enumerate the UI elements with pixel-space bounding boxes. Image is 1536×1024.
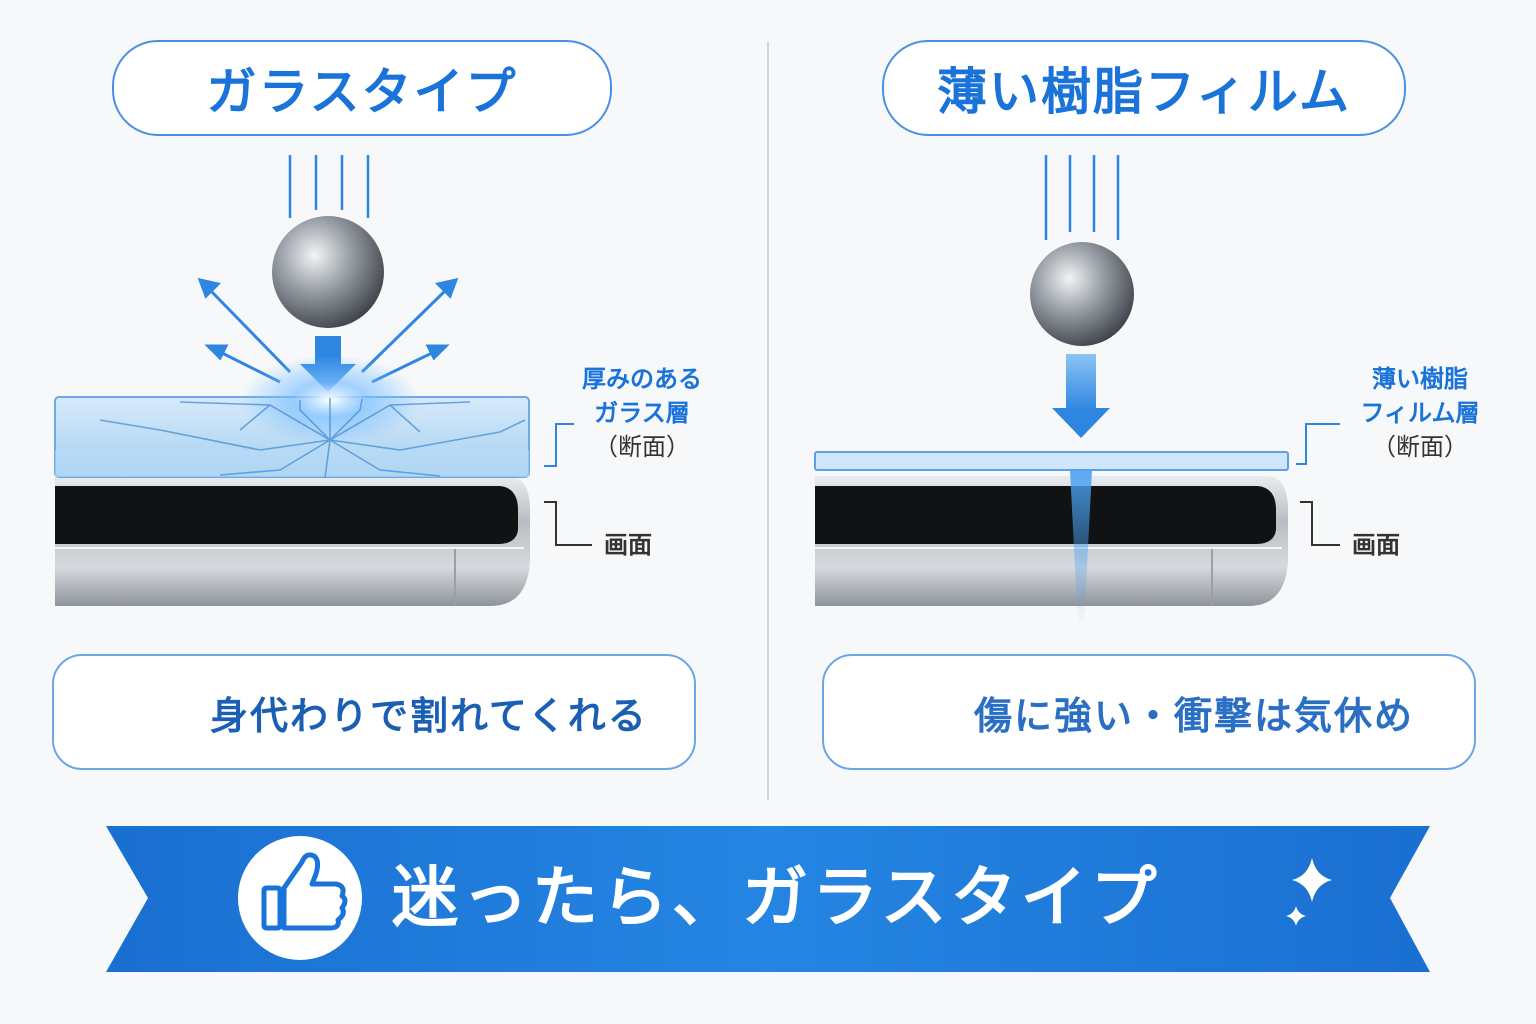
glass-benefit-callout: 身代わりで割れてくれる [52,654,696,770]
film-benefit-callout: 傷に強い・衝撃は気休め [822,654,1476,770]
right-steel-ball [1030,242,1134,346]
left-screen-label: 画面 [604,531,652,559]
sparkle-icon [1286,858,1332,926]
glass-layer-label-line1: 厚みのある [582,365,702,393]
film-benefit-text: 傷に強い・衝撃は気休め [974,693,1415,738]
center-divider [767,42,769,800]
left-phone-cross-section [55,476,530,606]
left-steel-ball [272,216,384,328]
film-layer-label: 薄い樹脂 フィルム層 （断面） [1340,362,1500,464]
glass-layer-label: 厚みのある ガラス層 （断面） [572,362,712,464]
right-speed-lines [1044,155,1120,240]
right-film-layer [814,451,1289,625]
glass-layer-label-line2: ガラス層 [594,399,690,427]
right-impact-arrow [1052,354,1110,438]
glass-benefit-text: 身代わりで割れてくれる [210,693,648,738]
film-layer-label-line2: フィルム層 [1360,399,1480,427]
right-screen-label: 画面 [1352,531,1400,559]
right-screen-bracket [1300,501,1340,546]
left-label-brackets [544,423,574,467]
right-label-brackets [1296,423,1340,465]
glass-layer-label-sub: （断面） [594,433,690,461]
film-layer-label-sub: （断面） [1372,433,1468,461]
right-phone-cross-section [815,476,1288,606]
glass-type-title: ガラスタイプ [112,40,612,136]
left-screen-bracket [544,501,592,546]
resin-film-title: 薄い樹脂フィルム [882,40,1406,136]
thumbs-up-icon [238,836,362,960]
banner-text: 迷ったら、ガラスタイプ [392,859,1161,936]
left-glass-layer [54,355,530,479]
left-deflect-arrows [197,277,459,384]
left-speed-lines [288,155,370,218]
recommendation-banner [106,826,1430,972]
film-layer-label-line1: 薄い樹脂 [1372,365,1468,393]
